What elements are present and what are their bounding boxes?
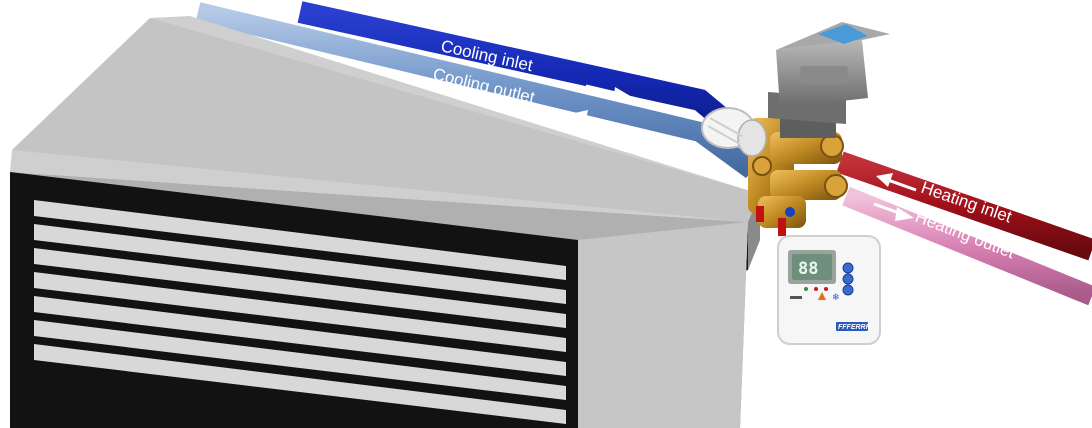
- cool-mode-icon: ❄: [832, 293, 840, 303]
- thermostat-controller: 88 ❄ FFFERRR: [778, 236, 880, 344]
- valve-actuator: [768, 22, 890, 138]
- lcd-readout: 88: [798, 259, 818, 279]
- up-button[interactable]: [843, 263, 853, 273]
- brand-logo-text: FFFERRR: [838, 324, 871, 331]
- status-led-red: [814, 287, 818, 291]
- status-led-red-2: [824, 287, 828, 291]
- status-led-green: [804, 287, 808, 291]
- mode-button[interactable]: [843, 274, 853, 284]
- front-side-panel: [578, 222, 748, 428]
- down-button[interactable]: [843, 285, 853, 295]
